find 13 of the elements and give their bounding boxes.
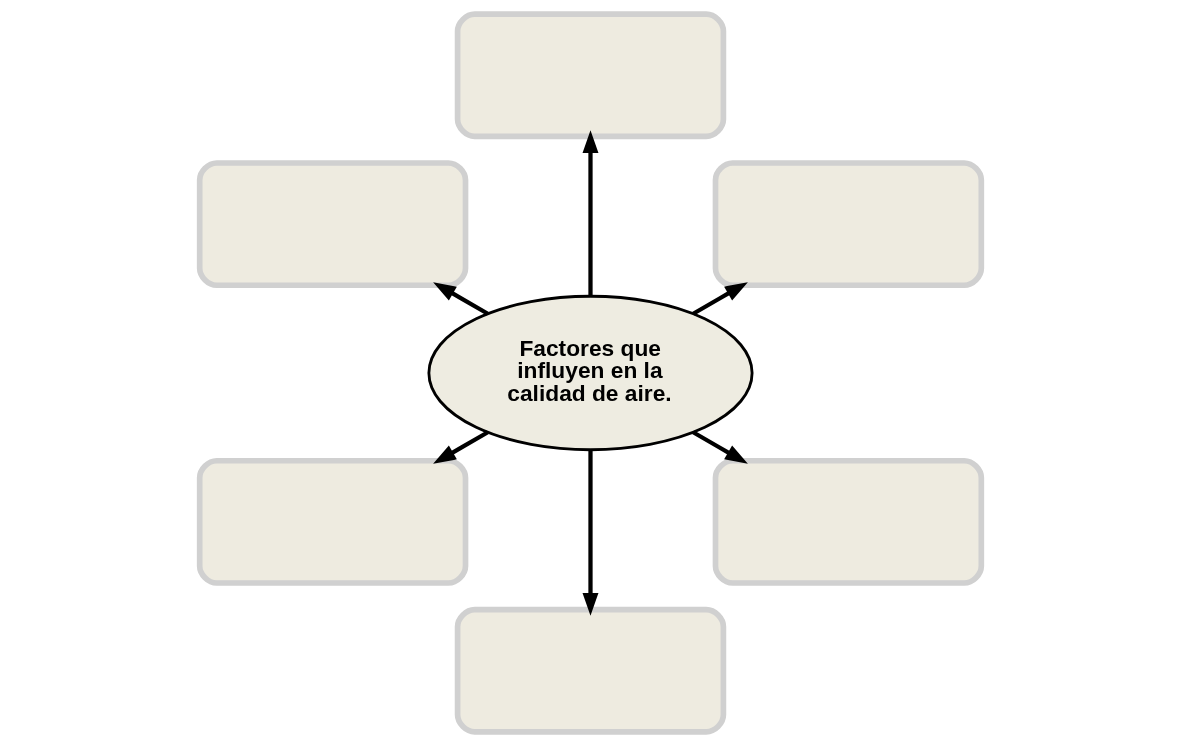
arrow: [692, 430, 748, 464]
node-box: [454, 11, 727, 140]
arrow: [582, 449, 599, 616]
node-box: [196, 457, 469, 586]
arrow: [433, 430, 489, 464]
node-box: [454, 606, 727, 735]
arrow: [582, 130, 599, 297]
node-box: [196, 160, 469, 289]
arrow: [692, 282, 748, 316]
node-box: [712, 160, 985, 289]
node-box: [712, 457, 985, 586]
arrow: [433, 282, 489, 316]
node-ellipse: Factores que influyen en la calidad de aire.: [427, 294, 754, 452]
